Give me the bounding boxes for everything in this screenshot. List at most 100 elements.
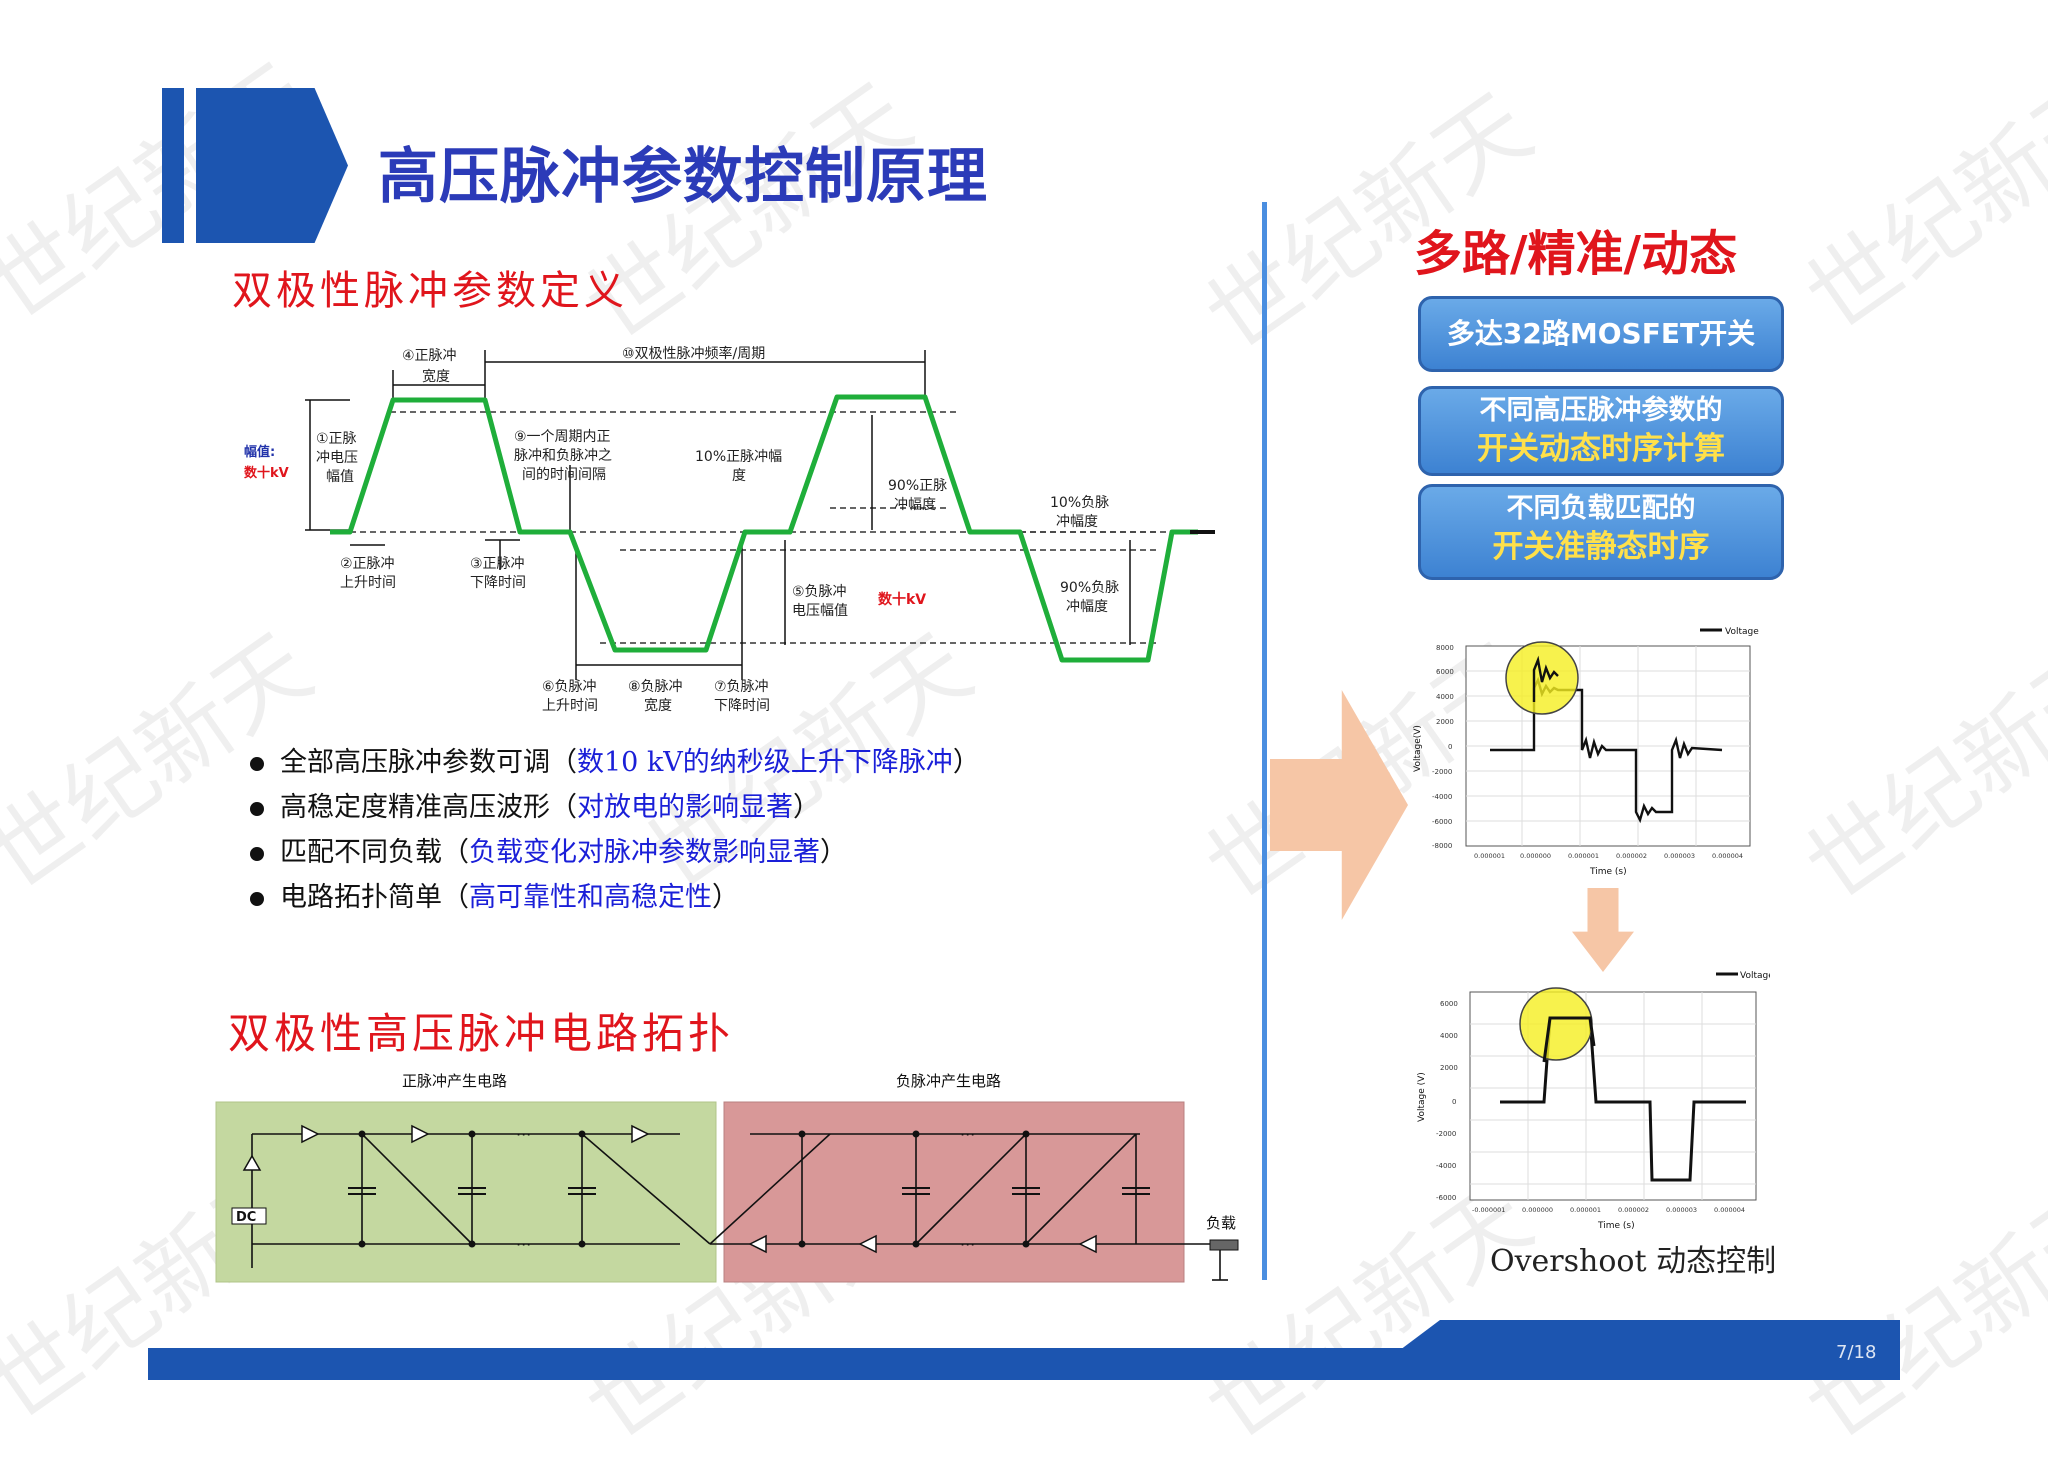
plot2-legend: Voltage	[1740, 971, 1770, 981]
bullet-dot-icon	[250, 846, 264, 861]
svg-text:数十kV: 数十kV	[878, 591, 926, 608]
svg-text:脉冲和负脉冲之: 脉冲和负脉冲之	[514, 448, 612, 464]
svg-text:-6000: -6000	[1432, 818, 1452, 826]
svg-text:③正脉冲: ③正脉冲	[470, 556, 525, 572]
svg-text:2000: 2000	[1436, 718, 1454, 726]
svg-text:冲电压: 冲电压	[316, 450, 358, 466]
svg-text:0: 0	[1448, 743, 1452, 751]
svg-text:···: ···	[960, 1125, 975, 1144]
plot1-ylabel: Voltage(V)	[1413, 725, 1423, 772]
vertical-divider	[1262, 202, 1267, 1280]
list-item: 匹配不同负载（负载变化对脉冲参数影响显著）	[250, 830, 980, 875]
header-arrow-shape	[196, 88, 348, 243]
voltage-plot-before: Voltage Voltage(V) Time (s) 8000 6000 40…	[1413, 627, 1759, 877]
dc-source-label: DC	[236, 1210, 256, 1225]
voltage-plot-after: Voltage Voltage (V) Time (s) 6000 4000 2…	[1417, 971, 1770, 1231]
header-accent-bar	[162, 88, 184, 243]
plot2-yticks: 6000 4000 2000 0 -2000 -4000 -6000	[1436, 1000, 1458, 1202]
svg-text:0.000002: 0.000002	[1618, 1206, 1649, 1214]
feature-pill-dynamic-timing: 不同高压脉冲参数的 开关动态时序计算	[1418, 386, 1784, 476]
svg-text:2000: 2000	[1440, 1064, 1458, 1072]
svg-text:10%负脉: 10%负脉	[1050, 495, 1109, 511]
svg-text:上升时间: 上升时间	[340, 575, 396, 591]
watermark-text: 世纪新天	[1787, 623, 2048, 923]
bullet-dot-icon	[250, 891, 264, 906]
plot1-xlabel: Time (s)	[1589, 867, 1627, 877]
right-panel-title: 多路/精准/动态	[1414, 226, 1738, 282]
bullet-dot-icon	[250, 801, 264, 816]
plot1-yticks: 8000 6000 4000 2000 0 -2000 -4000 -6000 …	[1432, 644, 1454, 850]
svg-text:-8000: -8000	[1432, 842, 1452, 850]
svg-text:幅值: 幅值	[326, 469, 354, 485]
svg-text:⑤负脉冲: ⑤负脉冲	[792, 584, 847, 600]
svg-text:···: ···	[516, 1125, 531, 1144]
svg-text:0.000002: 0.000002	[1616, 852, 1647, 860]
list-item: 电路拓扑简单（高可靠性和高稳定性）	[250, 875, 980, 920]
svg-text:0.000003: 0.000003	[1664, 852, 1695, 860]
svg-text:⑨一个周期内正: ⑨一个周期内正	[514, 429, 611, 445]
svg-text:6000: 6000	[1440, 1000, 1458, 1008]
svg-text:电压幅值: 电压幅值	[792, 603, 848, 619]
plot2-xticks: -0.000001 0.000000 0.000001 0.000002 0.0…	[1472, 1206, 1745, 1214]
svg-text:-2000: -2000	[1436, 1130, 1456, 1138]
plot1-legend: Voltage	[1725, 627, 1759, 637]
page-title: 高压脉冲参数控制原理	[378, 142, 988, 212]
list-item: 高稳定度精准高压波形（对放电的影响显著）	[250, 785, 980, 830]
svg-text:0.000004: 0.000004	[1712, 852, 1743, 860]
svg-text:0.000001: 0.000001	[1474, 852, 1505, 860]
right-arrow-icon	[1270, 690, 1408, 920]
svg-text:0.000001: 0.000001	[1570, 1206, 1601, 1214]
footer-bar	[148, 1348, 1900, 1380]
feature-bullet-list: 全部高压脉冲参数可调（数10 kV的纳秒级上升下降脉冲） 高稳定度精准高压波形（…	[250, 740, 980, 920]
svg-text:4000: 4000	[1436, 693, 1454, 701]
svg-text:8000: 8000	[1436, 644, 1454, 652]
svg-text:6000: 6000	[1436, 668, 1454, 676]
amp-label: 幅值:	[244, 444, 275, 460]
section-title-circuit: 双极性高压脉冲电路拓扑	[228, 1009, 735, 1058]
svg-text:0.000000: 0.000000	[1520, 852, 1551, 860]
svg-text:0.000000: 0.000000	[1522, 1206, 1553, 1214]
svg-text:0.000003: 0.000003	[1666, 1206, 1697, 1214]
svg-text:冲幅度: 冲幅度	[894, 497, 936, 513]
svg-text:间的时间间隔: 间的时间间隔	[522, 467, 606, 483]
svg-text:⑧负脉冲: ⑧负脉冲	[628, 679, 683, 695]
svg-text:宽度: 宽度	[422, 368, 450, 385]
svg-text:0.000001: 0.000001	[1568, 852, 1599, 860]
svg-text:①正脉: ①正脉	[316, 431, 357, 447]
svg-text:度: 度	[732, 468, 746, 484]
svg-text:冲幅度: 冲幅度	[1066, 599, 1108, 615]
svg-text:-4000: -4000	[1432, 793, 1452, 801]
feature-pill-mosfet: 多达32路MOSFET开关	[1418, 296, 1784, 372]
svg-text:-4000: -4000	[1436, 1162, 1456, 1170]
positive-circuit-label: 正脉冲产生电路	[402, 1072, 507, 1090]
svg-text:-6000: -6000	[1436, 1194, 1456, 1202]
svg-text:冲幅度: 冲幅度	[1056, 514, 1098, 530]
load-label: 负载	[1206, 1214, 1236, 1232]
watermark-text: 世纪新天	[1787, 1163, 2048, 1463]
svg-text:④正脉冲: ④正脉冲	[402, 348, 457, 364]
svg-text:0.000004: 0.000004	[1714, 1206, 1745, 1214]
svg-text:4000: 4000	[1440, 1032, 1458, 1040]
svg-text:上升时间: 上升时间	[542, 698, 598, 714]
list-item: 全部高压脉冲参数可调（数10 kV的纳秒级上升下降脉冲）	[250, 740, 980, 785]
svg-text:⑥负脉冲: ⑥负脉冲	[542, 679, 597, 695]
plot2-xlabel: Time (s)	[1597, 1221, 1635, 1231]
svg-text:-0.000001: -0.000001	[1472, 1206, 1505, 1214]
svg-text:宽度: 宽度	[644, 697, 672, 714]
page-number: 7/18	[1836, 1342, 1877, 1363]
footer-tab	[1400, 1320, 1900, 1350]
bipolar-pulse-waveform-diagram: 幅值: 数十kV ①正脉 冲电压 幅值 ④正脉冲 宽度 ⑩双极性脉冲频率/周期 …	[244, 345, 1215, 714]
svg-text:10%正脉冲幅: 10%正脉冲幅	[695, 449, 782, 465]
watermark-text: 世纪新天	[1787, 53, 2048, 353]
feature-pill-quasi-static-timing: 不同负载匹配的 开关准静态时序	[1418, 484, 1784, 580]
svg-text:···: ···	[516, 1235, 531, 1254]
svg-text:⑦负脉冲: ⑦负脉冲	[714, 679, 769, 695]
plot1-xticks: 0.000001 0.000000 0.000001 0.000002 0.00…	[1474, 852, 1743, 860]
svg-text:下降时间: 下降时间	[714, 698, 770, 714]
svg-text:90%正脉: 90%正脉	[888, 478, 947, 494]
amp-value: 数十kV	[244, 465, 289, 481]
svg-text:···: ···	[960, 1235, 975, 1254]
svg-text:0: 0	[1452, 1098, 1456, 1106]
bullet-dot-icon	[250, 756, 264, 771]
svg-text:-2000: -2000	[1432, 768, 1452, 776]
